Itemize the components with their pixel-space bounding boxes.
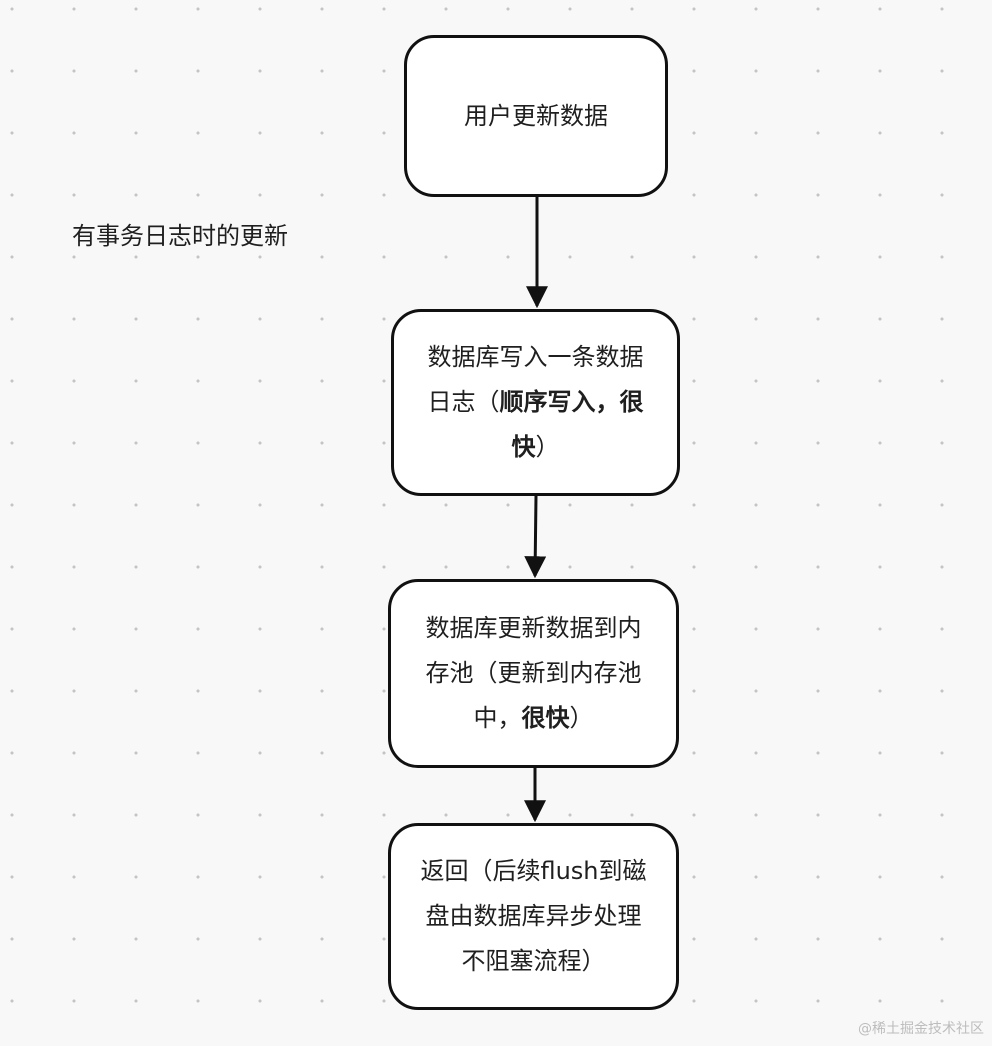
label-text: 不阻塞流程） xyxy=(461,947,606,975)
label-line: 快） xyxy=(428,425,644,470)
label-text: ） xyxy=(535,433,560,461)
diagram-caption: 有事务日志时的更新 xyxy=(72,222,288,250)
node-update-memory-pool-label: 数据库更新数据到内存池（更新到内存池中，很快） xyxy=(426,606,642,741)
label-emphasis: 顺序写入，很 xyxy=(499,388,644,416)
node-return-async-flush[interactable]: 返回（后续flush到磁盘由数据库异步处理不阻塞流程） xyxy=(388,823,679,1010)
label-line: 中，很快） xyxy=(426,696,642,741)
node-user-updates-data[interactable]: 用户更新数据 xyxy=(404,35,668,197)
label-text: 存池（更新到内存池 xyxy=(425,659,642,687)
label-line: 盘由数据库异步处理 xyxy=(420,894,646,939)
label-line: 日志（顺序写入，很 xyxy=(428,380,644,425)
node-write-transaction-log-label: 数据库写入一条数据日志（顺序写入，很快） xyxy=(428,335,644,470)
label-emphasis: 快 xyxy=(511,433,536,461)
node-write-transaction-log[interactable]: 数据库写入一条数据日志（顺序写入，很快） xyxy=(391,309,680,496)
label-line: 数据库更新数据到内 xyxy=(426,606,642,651)
node-user-updates-data-label: 用户更新数据 xyxy=(464,101,608,130)
label-text: 中， xyxy=(473,704,522,732)
label-text: 数据库更新数据到内 xyxy=(425,614,642,642)
label-emphasis: 很快 xyxy=(521,704,570,732)
label-text: 数据库写入一条数据 xyxy=(427,343,644,371)
label-text: 日志（ xyxy=(427,388,500,416)
node-update-memory-pool[interactable]: 数据库更新数据到内存池（更新到内存池中，很快） xyxy=(388,579,679,768)
label-line: 不阻塞流程） xyxy=(420,939,646,984)
node-return-async-flush-label: 返回（后续flush到磁盘由数据库异步处理不阻塞流程） xyxy=(420,849,646,984)
label-line: 存池（更新到内存池 xyxy=(426,651,642,696)
watermark: @稀土掘金技术社区 xyxy=(858,1021,984,1037)
label-line: 返回（后续flush到磁 xyxy=(420,849,646,894)
label-text: 返回（后续flush到磁 xyxy=(420,857,647,885)
arrow-n2-to-n3 xyxy=(524,495,547,579)
label-text: ） xyxy=(569,704,594,732)
label-line: 数据库写入一条数据 xyxy=(428,335,644,380)
label-text: 盘由数据库异步处理 xyxy=(425,902,642,930)
